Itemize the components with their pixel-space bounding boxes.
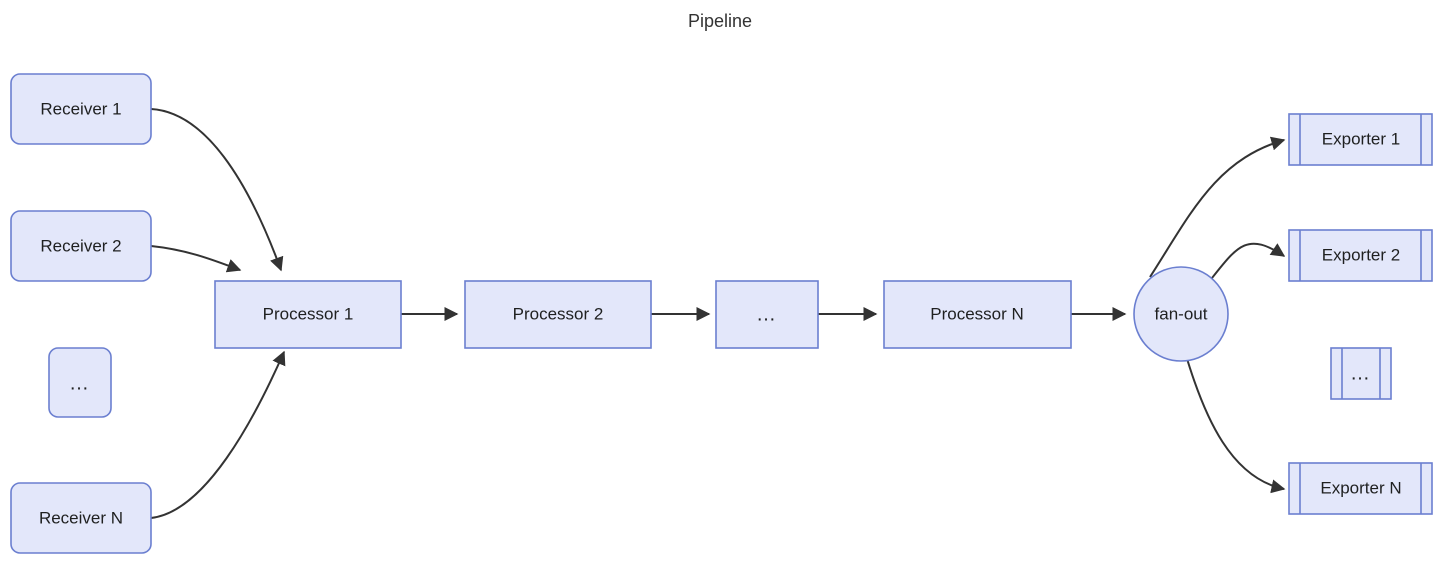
receiver-2-label: Receiver 2 <box>40 236 121 255</box>
receiver-1-shape[interactable] <box>10 73 152 145</box>
edge-fan-out-to-exporter-1 <box>1149 136 1286 278</box>
receiver-n-shape[interactable] <box>10 482 152 554</box>
processor-ellipsis-label: … <box>756 303 778 325</box>
node-fan-out[interactable]: fan-out <box>1133 266 1229 362</box>
processor-2-shape[interactable] <box>464 280 652 349</box>
exporter-ellipsis-shape[interactable] <box>1330 347 1392 400</box>
receivers-group: Receiver 1 Receiver 2 … Receiver N <box>10 73 152 554</box>
fan-out-shape[interactable] <box>1133 266 1229 362</box>
exporter-2-label: Exporter 2 <box>1322 245 1400 264</box>
exporters-group: Exporter 1 Exporter 2 … Exporter N <box>1288 113 1433 515</box>
node-receiver-2[interactable]: Receiver 2 <box>10 210 152 282</box>
exporter-ellipsis-label: … <box>1350 362 1372 384</box>
exporter-1-label: Exporter 1 <box>1322 129 1400 148</box>
node-exporter-ellipsis[interactable]: … <box>1330 347 1392 400</box>
processor-ellipsis-shape[interactable] <box>715 280 819 349</box>
processor-n-shape[interactable] <box>883 280 1072 349</box>
receiver-ellipsis-shape[interactable] <box>48 347 112 418</box>
receiver-1-label: Receiver 1 <box>40 99 121 118</box>
receiver-2-shape[interactable] <box>10 210 152 282</box>
edge-receiver-1-to-processor-1 <box>150 108 284 272</box>
node-exporter-2[interactable]: Exporter 2 <box>1288 229 1433 282</box>
processor-1-label: Processor 1 <box>263 304 354 323</box>
diagram-title: Pipeline <box>688 11 752 31</box>
receiver-ellipsis-label: … <box>69 372 91 394</box>
node-processor-n[interactable]: Processor N <box>883 280 1072 349</box>
edge-receiver-n-to-processor-1 <box>150 350 286 519</box>
exporter-1-shape[interactable] <box>1288 113 1433 166</box>
edge-fan-out-to-exporter-2 <box>1211 242 1286 279</box>
node-exporter-n[interactable]: Exporter N <box>1288 462 1433 515</box>
receiver-n-label: Receiver N <box>39 508 123 527</box>
edge-fan-out-to-exporter-n <box>1184 351 1286 494</box>
exporter-n-label: Exporter N <box>1320 478 1401 497</box>
exporter-2-shape[interactable] <box>1288 229 1433 282</box>
edge-receiver-2-to-processor-1 <box>150 245 242 273</box>
node-exporter-1[interactable]: Exporter 1 <box>1288 113 1433 166</box>
processor-2-label: Processor 2 <box>513 304 604 323</box>
node-receiver-1[interactable]: Receiver 1 <box>10 73 152 145</box>
exporter-n-shape[interactable] <box>1288 462 1433 515</box>
node-processor-1[interactable]: Processor 1 <box>214 280 402 349</box>
processor-1-shape[interactable] <box>214 280 402 349</box>
processor-n-label: Processor N <box>930 304 1024 323</box>
fan-out-label: fan-out <box>1155 304 1208 323</box>
edges-layer <box>150 108 1286 519</box>
node-processor-2[interactable]: Processor 2 <box>464 280 652 349</box>
node-processor-ellipsis[interactable]: … <box>715 280 819 349</box>
node-receiver-ellipsis[interactable]: … <box>48 347 112 418</box>
node-receiver-n[interactable]: Receiver N <box>10 482 152 554</box>
processors-group: Processor 1 Processor 2 … Processor N <box>214 280 1072 349</box>
